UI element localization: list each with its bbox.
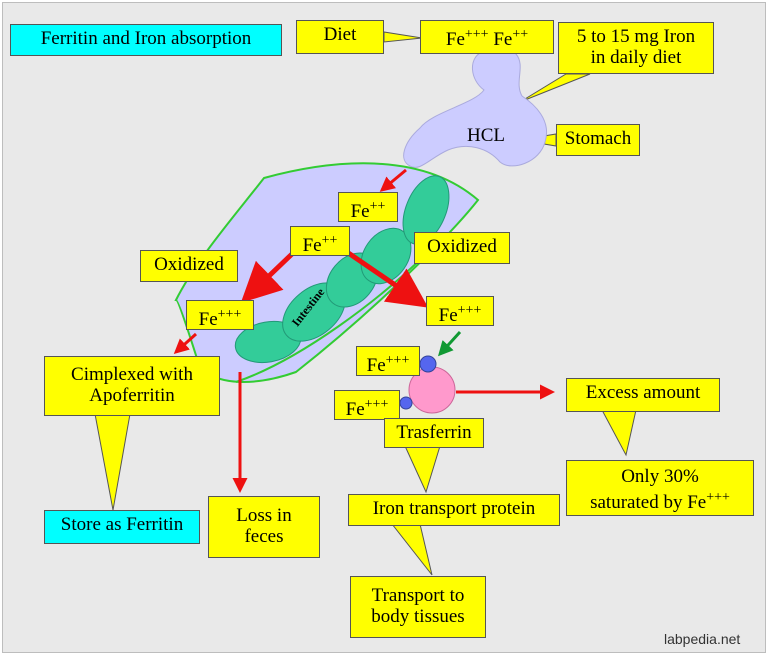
stomach-box: Stomach	[556, 124, 640, 156]
oxidized-right-label: Oxidized	[427, 236, 497, 257]
fe3-transferrin-left-base: Fe	[345, 399, 365, 420]
transport-protein-label: Iron transport protein	[372, 498, 536, 519]
fe2-lower-base: Fe	[302, 235, 322, 256]
transport-line-1: Transport to	[371, 585, 465, 606]
intestine-segment-5	[402, 175, 450, 245]
excess-callout-tail	[601, 409, 637, 457]
fe3-left-base: Fe	[198, 309, 218, 330]
fe3-transferrin-top-sup: +++	[385, 353, 410, 368]
saturation-line-2: saturated by Fe	[590, 492, 707, 513]
arrow-fe3-to-transferrin	[437, 330, 462, 357]
iron-dot-left	[399, 396, 413, 410]
complexed-line-1: Cimplexed with	[71, 364, 193, 385]
daily-iron-box: 5 to 15 mg Iron in daily diet	[558, 22, 714, 74]
loss-in-feces-box: Loss in feces	[208, 496, 320, 558]
fe2-lower-box: Fe++	[290, 226, 350, 256]
ferritin-box: Store as Ferritin	[44, 510, 200, 544]
stomach-shape	[403, 46, 548, 168]
complexed-callout-tail	[94, 413, 131, 511]
loss-line-2: feces	[244, 526, 284, 547]
excess-label: Excess amount	[585, 382, 701, 403]
saturation-line-1: Only 30%	[621, 466, 699, 487]
trasferrin-box: Trasferrin	[384, 418, 484, 448]
complexed-line-2: Apoferritin	[89, 385, 175, 406]
fe3-transferrin-left-box: Fe+++	[334, 390, 400, 420]
fe3-sup: +++	[464, 27, 489, 42]
iron-dot-top	[419, 355, 437, 373]
diet-label: Diet	[323, 24, 357, 45]
fe2-upper-base: Fe	[350, 201, 370, 222]
stomach-label: Stomach	[564, 128, 632, 149]
ferritin-label: Store as Ferritin	[60, 514, 184, 535]
saturation-sup: +++	[706, 490, 730, 505]
loss-line-1: Loss in	[236, 505, 292, 526]
fe2-sup: ++	[512, 27, 529, 42]
title-box: Ferritin and Iron absorption	[10, 24, 282, 56]
fe3-base: Fe	[445, 29, 465, 50]
saturation-box: Only 30% saturated by Fe+++	[566, 460, 754, 516]
oxidized-left-label: Oxidized	[154, 254, 224, 275]
arrow-stomach-to-fe2	[379, 168, 407, 192]
daily-line-2: in daily diet	[590, 47, 682, 68]
fe2-base: Fe	[493, 29, 513, 50]
daily-callout-tail	[519, 73, 591, 103]
diet-box: Diet	[296, 20, 384, 54]
arrow-fe2-to-fe3-left	[240, 252, 294, 303]
diet-callout-tail	[383, 31, 423, 43]
arrow-fe2-to-fe3-right	[342, 247, 429, 308]
arrow-fe3-to-complexed	[173, 332, 198, 355]
trasferrin-label: Trasferrin	[396, 422, 472, 443]
fe3-transferrin-top-box: Fe+++	[356, 346, 420, 376]
fe2-upper-sup: ++	[369, 199, 386, 214]
fe2-upper-box: Fe++	[338, 192, 398, 222]
complexed-box: Cimplexed with Apoferritin	[44, 356, 220, 416]
fe3-left-sup: +++	[217, 307, 242, 322]
page-title: Ferritin and Iron absorption	[40, 28, 252, 49]
diet-iron-box: Fe+++ Fe++	[420, 20, 554, 54]
fe3-transferrin-top-base: Fe	[366, 355, 386, 376]
transport-protein-tail	[390, 523, 433, 576]
fe3-right-sup: +++	[457, 303, 482, 318]
transport-line-2: body tissues	[371, 606, 465, 627]
oxidized-right-box: Oxidized	[414, 232, 510, 264]
watermark: labpedia.net	[664, 631, 741, 647]
fe3-left-box: Fe+++	[186, 300, 254, 330]
fe2-lower-sup: ++	[321, 233, 338, 248]
daily-line-1: 5 to 15 mg Iron	[576, 26, 696, 47]
transport-protein-box: Iron transport protein	[348, 494, 560, 526]
oxidized-left-box: Oxidized	[140, 250, 238, 282]
excess-box: Excess amount	[566, 378, 720, 412]
fe3-right-box: Fe+++	[426, 296, 494, 326]
transport-box: Transport to body tissues	[350, 576, 486, 638]
trasferrin-callout-tail	[404, 445, 441, 494]
fe3-transferrin-left-sup: +++	[364, 397, 389, 412]
fe3-right-base: Fe	[438, 305, 458, 326]
hcl-label: HCL	[467, 125, 505, 146]
